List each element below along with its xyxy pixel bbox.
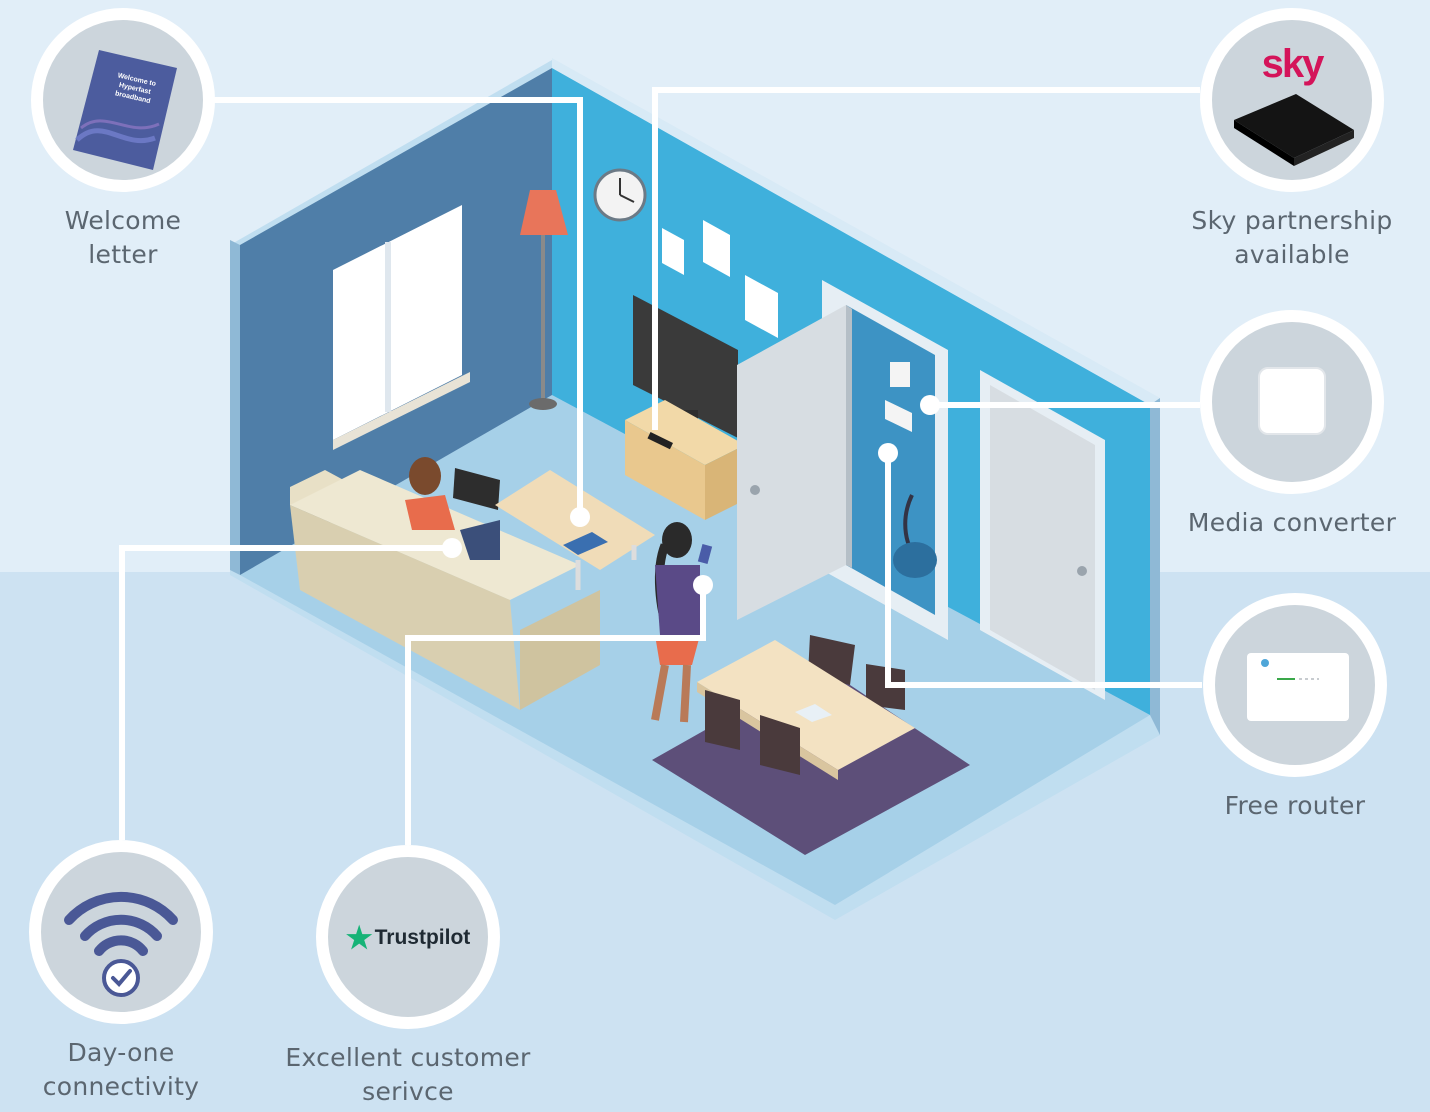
sofa-side: [520, 590, 600, 710]
trustpilot-logo: ★Trustpilot: [328, 921, 488, 956]
tv-cabinet-side: [705, 445, 745, 520]
connector-day-one: [119, 545, 452, 840]
connector-dot: [693, 575, 713, 595]
media-converter-device: [890, 362, 910, 387]
media-converter-icon: [1258, 367, 1326, 435]
chair: [760, 715, 800, 775]
customer-service-label: Excellent customer serivce: [285, 1043, 531, 1106]
picture-frame: [745, 275, 778, 338]
day-one-circle: [29, 840, 213, 1024]
connector-dot: [442, 538, 462, 558]
dining-table-top: [697, 640, 915, 770]
free-router-label: Free router: [1224, 791, 1366, 820]
sofa-front: [290, 505, 520, 710]
welcome-letter-circle: Welcome to Hyperfast broadband: [31, 8, 215, 192]
connector-customer-service: [405, 585, 706, 845]
window: [333, 205, 462, 440]
connector-sky-partnership: [652, 87, 1200, 430]
connector-free-router: [885, 453, 1202, 688]
free-router-circle: [1203, 593, 1387, 777]
media-converter-circle: [1200, 310, 1384, 494]
tv-cabinet-front: [625, 420, 705, 520]
callout-customer-service: ★Trustpilot Excellent customer serivce: [285, 845, 530, 1109]
man-head: [409, 457, 441, 495]
chair: [705, 690, 740, 750]
sky-logo: sky: [1261, 42, 1325, 86]
connector-dot: [878, 443, 898, 463]
picture-frame: [662, 228, 684, 275]
day-one-label: Day-one connectivity: [42, 1038, 200, 1101]
door-handle: [750, 485, 760, 495]
media-converter-label: Media converter: [1187, 508, 1397, 537]
woman-leg: [651, 664, 669, 721]
booklet-icon: Welcome to Hyperfast broadband: [73, 50, 177, 170]
booklet-on-table: [563, 532, 608, 555]
leaflet-on-table: [795, 704, 832, 722]
open-door-edge: [846, 305, 852, 568]
sky-partnership-label: Sky partnership available: [1191, 206, 1393, 269]
connector-dot: [920, 395, 940, 415]
tv-screen: [633, 295, 738, 438]
trustpilot-text: Trustpilot: [374, 926, 471, 949]
callout-welcome-letter: Welcome to Hyperfast broadband Welcome l…: [3, 8, 243, 272]
connector-welcome-letter: [210, 97, 583, 517]
trustpilot-star-icon: ★: [345, 922, 373, 955]
window-sill: [333, 372, 470, 450]
woman-torso: [655, 565, 700, 635]
sky-box-small: [647, 432, 673, 450]
closed-door: [990, 385, 1095, 690]
callout-sky-partnership: sky Sky partnership available: [1172, 8, 1412, 272]
clock-hand: [619, 194, 635, 203]
callout-media-converter: Media converter: [1172, 310, 1412, 540]
customer-service-circle: ★Trustpilot: [316, 845, 500, 1029]
router-icon: [1247, 653, 1349, 721]
floor-lamp-shade: [520, 190, 568, 235]
open-door: [737, 305, 846, 620]
woman-shorts: [655, 635, 700, 665]
wifi-check-icon: [64, 891, 178, 997]
vacuum-cleaner: [893, 542, 937, 578]
man-torso: [405, 495, 455, 530]
router-device: [885, 400, 912, 432]
right-wall-edge: [1150, 398, 1160, 735]
picture-frame: [703, 220, 730, 277]
laptop-screen: [453, 468, 500, 510]
sky-partnership-circle: sky: [1200, 8, 1384, 192]
phone: [697, 544, 713, 564]
welcome-letter-label: Welcome letter: [64, 206, 182, 269]
connector-dot: [570, 507, 590, 527]
left-wall-edge: [230, 240, 240, 575]
woman-head: [662, 522, 692, 558]
callout-day-one-connectivity: Day-one connectivity: [1, 840, 241, 1104]
floor-lamp-base: [529, 398, 557, 410]
callout-free-router: Free router: [1175, 593, 1415, 823]
closed-door-handle: [1077, 566, 1087, 576]
sofa-seat: [290, 470, 580, 600]
man-legs: [460, 520, 500, 560]
woman-leg: [680, 664, 691, 723]
back-wall-top-edge: [552, 58, 1160, 405]
sky-box-icon: [1234, 94, 1354, 166]
